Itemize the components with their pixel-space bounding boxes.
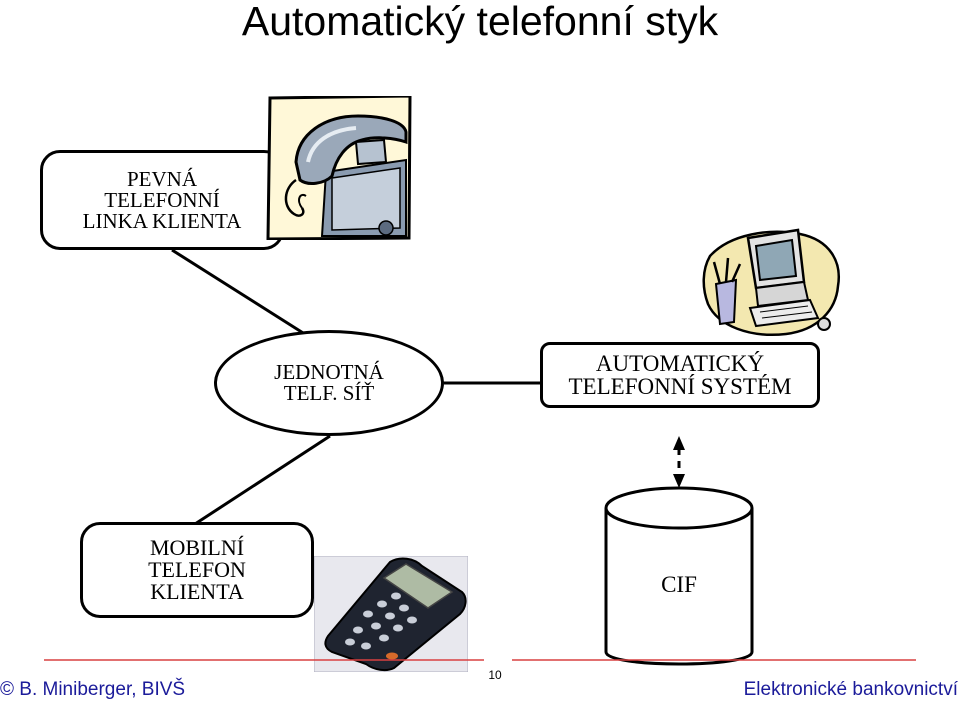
database-cylinder-icon xyxy=(602,484,756,676)
footer-rule xyxy=(44,659,916,661)
footer-course-title: Elektronické bankovnictví xyxy=(743,679,958,700)
mobile-label-2: TELEFON xyxy=(148,557,246,582)
network-ellipse: JEDNOTNÁ TELF. SÍŤ xyxy=(214,330,444,436)
arrow-down-icon xyxy=(673,474,685,488)
page-title: Automatický telefonní styk xyxy=(241,0,719,44)
mobile-label-3: KLIENTA xyxy=(150,579,244,604)
mobile-phone-icon xyxy=(313,555,469,673)
network-label-1: JEDNOTNÁ xyxy=(274,360,384,384)
auto-system-label-1: AUTOMATICKÝ xyxy=(595,351,765,376)
fixed-line-label-2: TELEFONNÍ xyxy=(104,187,220,212)
line-network-to-mobile xyxy=(194,434,331,526)
auto-system-label-2: TELEFONNÍ SYSTÉM xyxy=(568,374,792,399)
footer-copyright: © B. Miniberger, BIVŠ xyxy=(0,679,186,700)
network-label-2: TELF. SÍŤ xyxy=(283,381,375,405)
cif-label: CIF xyxy=(661,572,697,597)
mobile-label-1: MOBILNÍ xyxy=(149,535,245,560)
fixed-line-label-1: PEVNÁ xyxy=(126,166,197,191)
telephone-icon xyxy=(266,94,412,241)
arrow-up-icon xyxy=(673,436,685,450)
mobile-box: MOBILNÍ TELEFON KLIENTA xyxy=(80,522,314,618)
computer-icon xyxy=(700,226,844,338)
page-number: 10 xyxy=(488,668,502,682)
fixed-line-box: PEVNÁ TELEFONNÍ LINKA KLIENTA xyxy=(40,150,284,250)
fixed-line-label-3: LINKA KLIENTA xyxy=(82,208,242,233)
auto-system-box: AUTOMATICKÝ TELEFONNÍ SYSTÉM xyxy=(540,342,820,408)
